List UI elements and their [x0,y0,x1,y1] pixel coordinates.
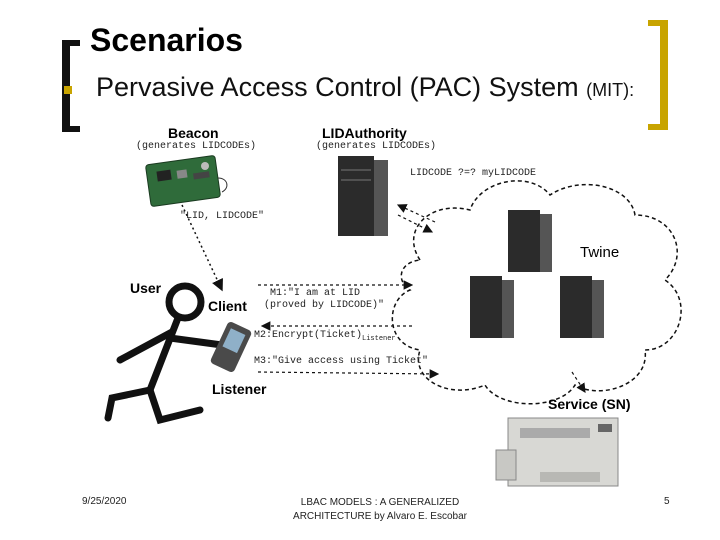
twine-to-authority-arrow [396,204,436,223]
service-printer [495,417,619,487]
slide-title: Scenarios [90,22,243,58]
twine-label: Twine [580,244,620,261]
right-bracket [648,20,668,130]
beacon-label: Beacon [168,125,219,141]
service-label: Service (SN) [548,396,631,412]
user-label: User [130,280,162,296]
authority-caption: (generates LIDCODEs) [316,141,437,152]
authority-check: LIDCODE ?=? myLIDCODE [410,168,537,179]
m2-message: M2:Encrypt(Ticket)Listener [254,330,396,343]
footer-center: LBAC MODELS : A GENERALIZED ARCHITECTURE… [280,496,480,524]
footer-center-line2: ARCHITECTURE by Alvaro E. Escobar [293,511,467,522]
twine-to-service-arrow [571,371,586,394]
page-number: 5 [664,496,670,507]
client-pda [210,321,252,373]
m2-text: M2:Encrypt(Ticket) [254,330,363,341]
m2-subscript: Listener [362,335,396,343]
m3-message: M3:"Give access using Ticket" [254,356,429,367]
beacon-device [145,155,228,207]
m1-line2: (proved by LIDCODE)" [264,300,385,311]
footer-date: 9/25/2020 [82,496,127,507]
m3-arrow [257,369,440,379]
beacon-caption: (generates LIDCODEs) [136,141,257,152]
twine-cloud [391,180,682,405]
listener-label: Listener [212,381,267,397]
m1-line1: M1:"I am at LID [270,288,361,299]
subtitle-main: Pervasive Access Control (PAC) System [96,72,587,102]
twine-server-3 [560,276,604,338]
beacon-to-client-arrow [181,204,223,292]
twine-server-2 [470,276,514,338]
footer-center-line1: LBAC MODELS : A GENERALIZED [300,497,460,508]
slide-subtitle: Pervasive Access Control (PAC) System (M… [96,72,634,103]
authority-label: LIDAuthority [322,125,407,141]
user-figure [104,282,226,425]
beacon-message: "LID, LIDCODE" [180,211,265,222]
authority-server [338,156,388,236]
twine-server-1 [508,210,552,272]
client-label: Client [208,298,247,314]
subtitle-small: (MIT): [586,80,635,100]
authority-to-twine-arrow [397,214,434,233]
bullet-icon [64,86,72,94]
